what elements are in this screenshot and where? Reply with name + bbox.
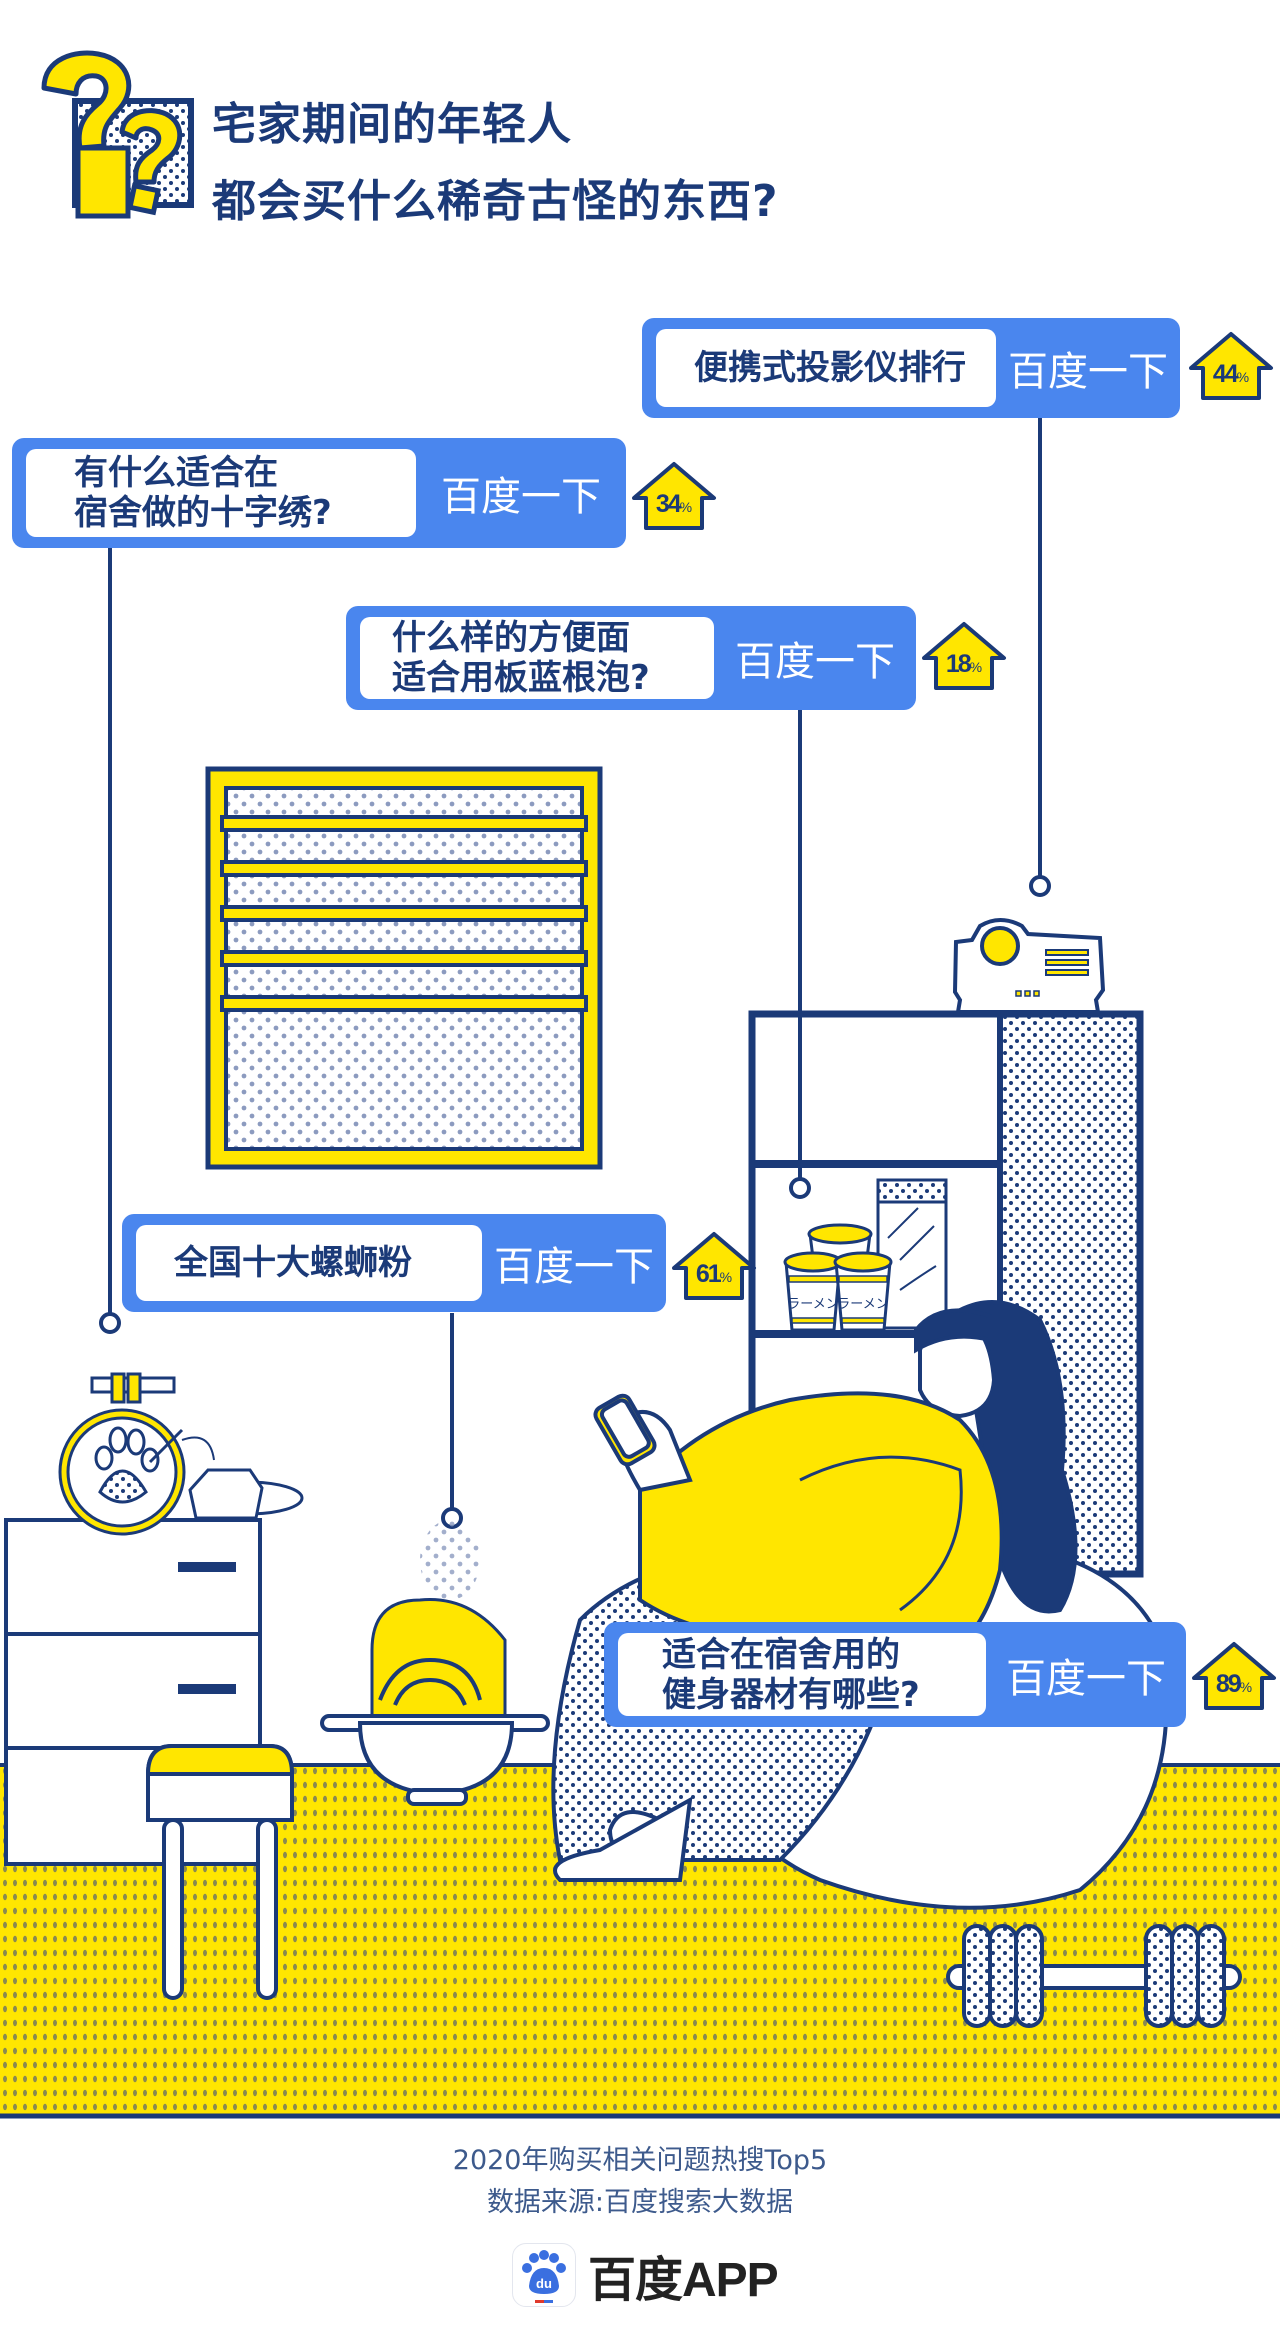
growth-value: 18% <box>945 650 983 678</box>
search-card-cross-stitch: 有什么适合在 宿舍做的十字绣? 百度一下 <box>12 438 626 548</box>
page-title-line2: 都会买什么稀奇古怪的东西? <box>212 176 779 227</box>
search-card-projector: 便携式投影仪排行 百度一下 <box>642 318 1180 418</box>
up-arrow-icon <box>1189 332 1273 400</box>
growth-badge-89: 89% <box>1190 1640 1278 1712</box>
baidu-search-button[interactable]: 百度一下 <box>1006 1655 1166 1702</box>
growth-badge-44: 44% <box>1187 330 1275 402</box>
svg-text:du: du <box>536 2276 552 2291</box>
baidu-search-button[interactable]: 百度一下 <box>735 639 895 685</box>
baidu-paw-icon: du <box>512 2243 576 2307</box>
projector <box>952 918 1106 1014</box>
query-line: 有什么适合在 <box>74 453 278 493</box>
query-line: 适合用板蓝根泡? <box>392 658 650 698</box>
ramen-label: ラーメン <box>787 1297 838 1312</box>
growth-value: 44% <box>1212 360 1250 388</box>
up-arrow-icon <box>922 622 1006 690</box>
search-card-fitness-equipment: 适合在宿舍用的 健身器材有哪些? 百度一下 <box>604 1622 1186 1727</box>
ramen-label: ラーメン <box>837 1297 888 1312</box>
instant-noodle-cups <box>783 1178 948 1332</box>
query-line: 宿舍做的十字绣? <box>74 493 332 533</box>
embroidery-hoop <box>58 1372 304 1536</box>
search-query[interactable]: 全国十大螺蛳粉 <box>136 1225 482 1301</box>
baidu-search-button[interactable]: 百度一下 <box>441 474 601 520</box>
search-query[interactable]: 有什么适合在 宿舍做的十字绣? <box>26 449 416 537</box>
growth-value: 34% <box>655 490 693 518</box>
up-arrow-icon <box>1192 1642 1276 1710</box>
search-query[interactable]: 便携式投影仪排行 <box>656 329 996 407</box>
growth-badge-61: 61% <box>670 1230 758 1302</box>
growth-badge-34: 34% <box>630 460 718 532</box>
baidu-search-button[interactable]: 百度一下 <box>494 1244 654 1290</box>
window-blinds <box>205 766 603 1170</box>
dumbbell <box>946 1924 1242 2028</box>
page-title-line1: 宅家期间的年轻人 <box>212 99 572 150</box>
growth-badge-18: 18% <box>920 620 1008 692</box>
footer-source: 数据来源:百度搜索大数据 <box>486 2187 794 2218</box>
growth-value: 61% <box>695 1260 733 1288</box>
footer-caption: 2020年购买相关问题热搜Top5 <box>452 2145 828 2176</box>
baidu-app-logo: du 百度APP <box>512 2240 779 2310</box>
query-line: 适合在宿舍用的 <box>662 1634 900 1675</box>
query-line: 全国十大螺蛳粉 <box>174 1243 412 1283</box>
up-arrow-icon <box>672 1232 756 1300</box>
search-query[interactable]: 适合在宿舍用的 健身器材有哪些? <box>618 1633 986 1716</box>
query-line: 健身器材有哪些? <box>662 1674 920 1715</box>
noodle-bowl <box>320 1520 550 1806</box>
query-line: 便携式投影仪排行 <box>694 348 966 388</box>
search-card-instant-noodles: 什么样的方便面 适合用板蓝根泡? 百度一下 <box>346 606 916 710</box>
growth-value: 89% <box>1215 1670 1253 1698</box>
question-marks-icon <box>41 50 194 219</box>
stool <box>145 1744 295 2000</box>
query-line: 什么样的方便面 <box>392 618 630 658</box>
search-card-river-snail-noodles: 全国十大螺蛳粉 百度一下 <box>122 1214 666 1312</box>
brand-name: 百度APP <box>588 2254 779 2307</box>
search-query[interactable]: 什么样的方便面 适合用板蓝根泡? <box>360 617 714 699</box>
baidu-search-button[interactable]: 百度一下 <box>1008 349 1168 395</box>
up-arrow-icon <box>632 462 716 530</box>
